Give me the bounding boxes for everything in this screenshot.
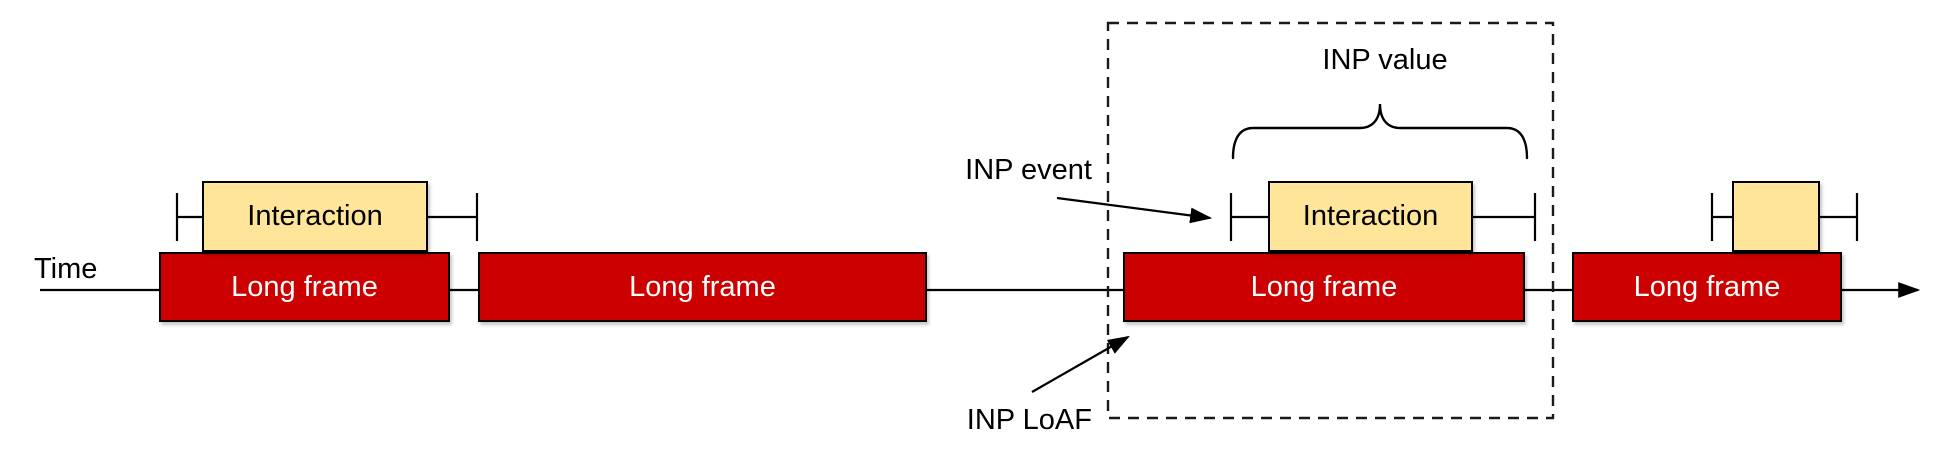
interaction-2-whiskers	[1229, 193, 1537, 241]
interaction-1-whiskers	[175, 193, 479, 241]
inp-event-label: INP event	[965, 154, 1092, 186]
interaction-3-whiskers	[1710, 193, 1859, 241]
long-frame-1: Long frame	[159, 252, 450, 322]
interaction-2-inp-event: Interaction	[1268, 181, 1473, 252]
long-frame-3-label: Long frame	[1250, 270, 1398, 303]
inp-value-label: INP value	[1322, 44, 1448, 76]
inp-event-arrow	[1056, 196, 1213, 224]
inp-loaf-boundary	[1106, 21, 1555, 420]
long-frame-4: Long frame	[1572, 252, 1842, 322]
long-frame-3-inp-loaf: Long frame	[1123, 252, 1525, 322]
interaction-1-label: Interaction	[247, 200, 383, 232]
inp-loaf-arrow	[1031, 335, 1130, 393]
interaction-1: Interaction	[202, 181, 428, 252]
interaction-3	[1732, 181, 1820, 252]
inp-value-brace	[1231, 103, 1529, 160]
long-frame-4-label: Long frame	[1633, 270, 1781, 303]
long-frame-2: Long frame	[478, 252, 927, 322]
long-frame-1-label: Long frame	[231, 270, 378, 303]
time-axis-label: Time	[34, 253, 98, 285]
interaction-2-label: Interaction	[1302, 200, 1439, 232]
inp-loaf-label: INP LoAF	[966, 404, 1092, 436]
long-frame-2-label: Long frame	[629, 270, 776, 303]
